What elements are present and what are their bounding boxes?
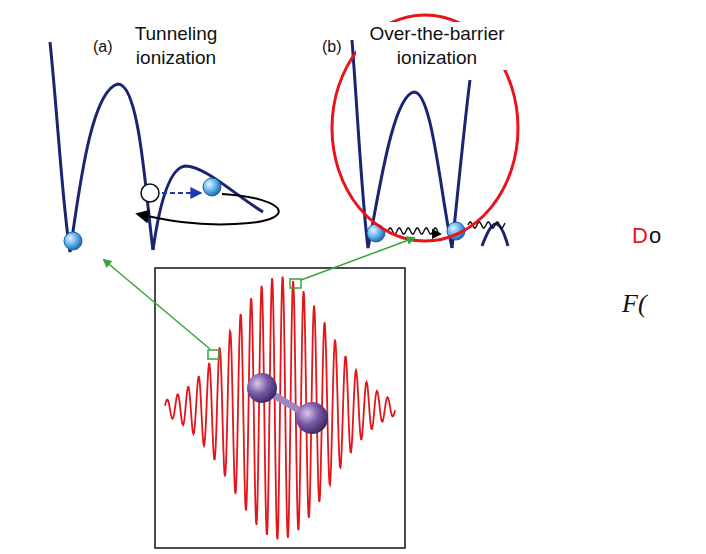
bound-electron: [64, 232, 82, 250]
wavy-arrow: [388, 228, 440, 234]
panel-letter: (b): [320, 37, 344, 57]
tunneling-potential: [50, 42, 263, 252]
selection-square: [290, 279, 301, 288]
laser-pulse: [165, 277, 395, 540]
formula-fragment: F(: [620, 288, 649, 321]
molecule: [247, 373, 328, 434]
pointer-arrow: [104, 260, 210, 349]
highlight-ellipse: [332, 15, 518, 241]
cut-text: o: [647, 222, 663, 250]
recollision-loop: [138, 194, 279, 224]
free-electron: [203, 178, 221, 196]
panel-title: Over-the-barrier ionization: [356, 22, 518, 70]
panel-title: Tunneling ionization: [118, 22, 234, 70]
pulse-frame: [155, 268, 405, 548]
pointer-arrow: [301, 238, 414, 280]
vacated-state: [141, 184, 159, 202]
selection-square: [208, 350, 219, 359]
panel-letter: (a): [91, 37, 115, 57]
tunneling-arrow: [162, 192, 200, 194]
